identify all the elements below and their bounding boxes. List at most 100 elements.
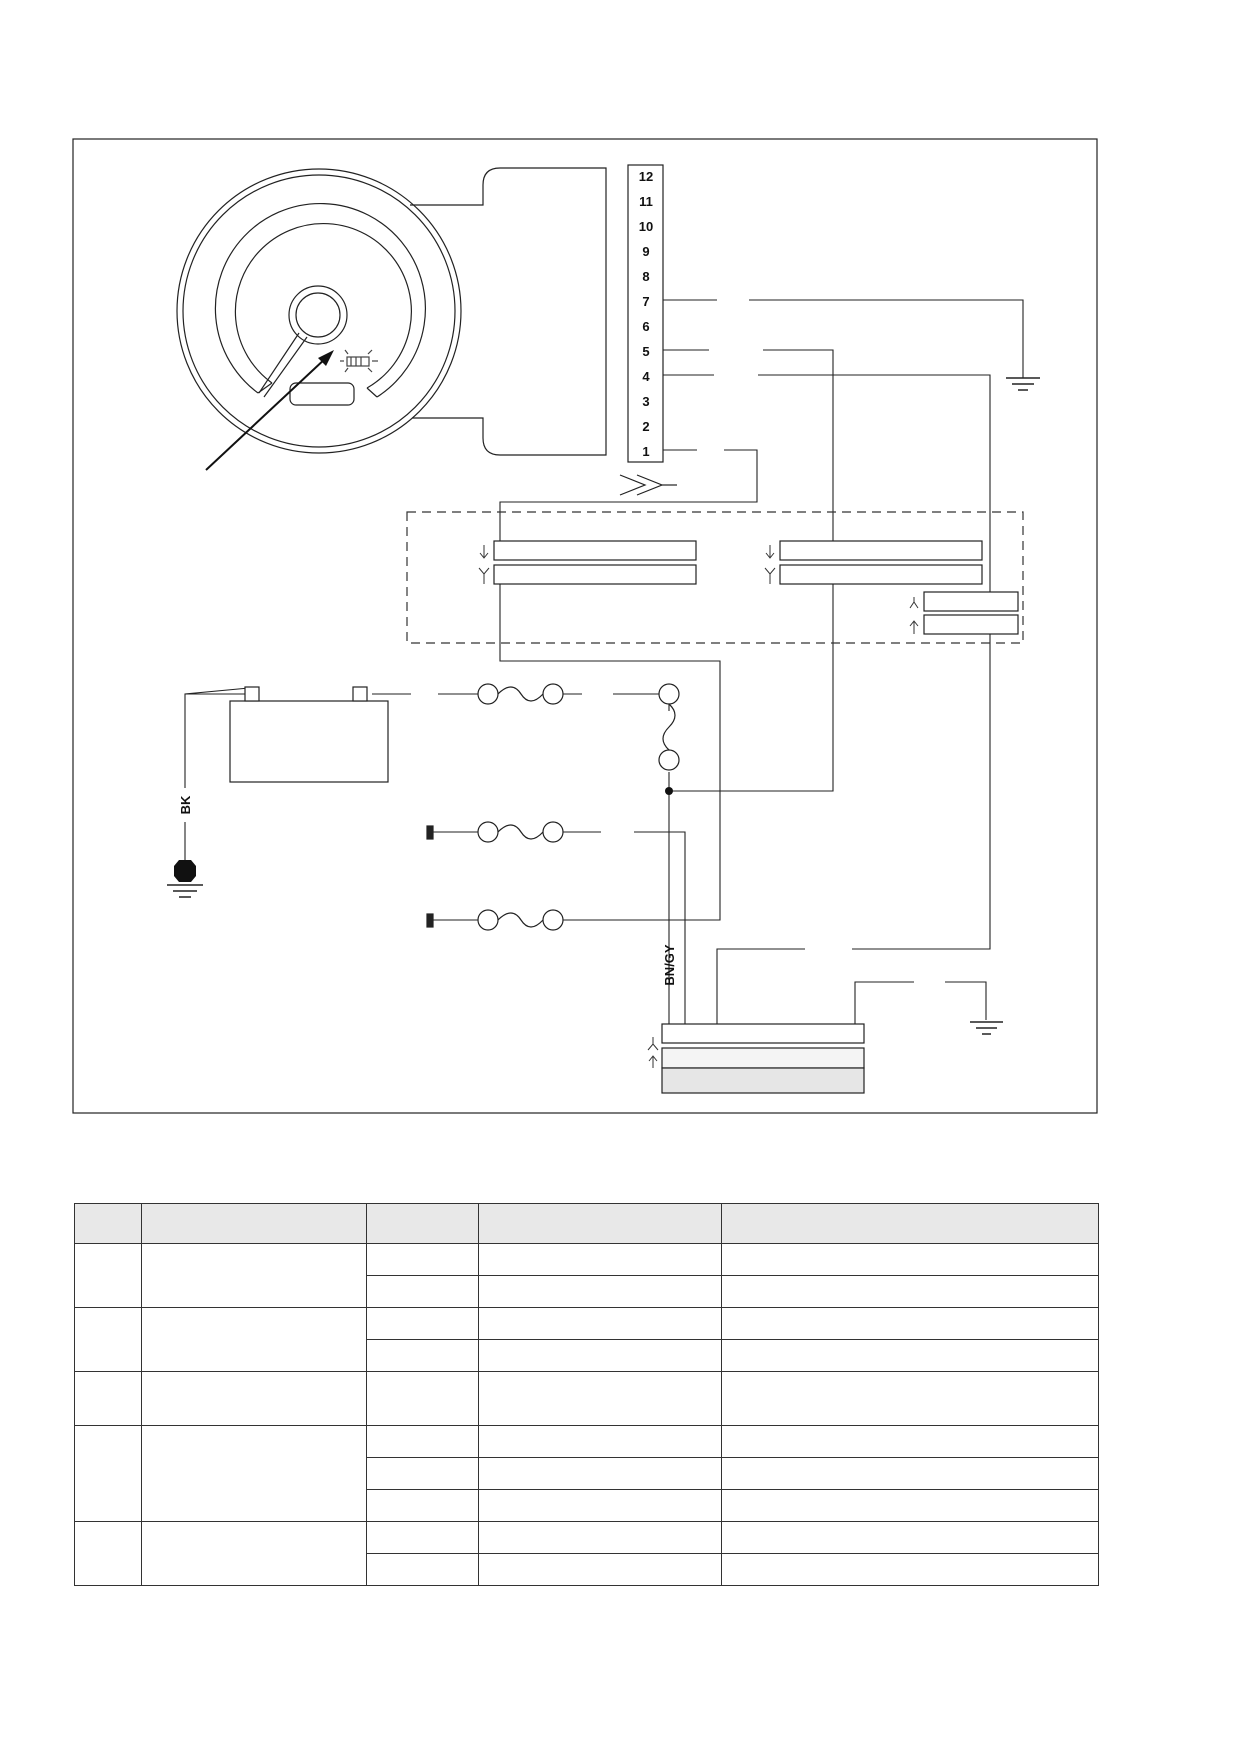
pointer-arrow-icon xyxy=(205,350,334,471)
table-cell xyxy=(366,1553,479,1586)
fuse-icon xyxy=(426,821,564,843)
gauge-dial-arc-inner xyxy=(234,223,412,389)
ground-symbol-icon xyxy=(970,1021,1003,1035)
table-row xyxy=(75,1553,1099,1586)
table-cell xyxy=(366,1457,479,1490)
connector-mating-icon xyxy=(619,474,677,496)
diagram-frame xyxy=(72,138,1098,1114)
table-cell xyxy=(366,1307,479,1340)
connector-pin-3: 3 xyxy=(642,394,649,409)
table-cell xyxy=(721,1339,1099,1372)
table-row xyxy=(74,1243,1099,1308)
table-cell xyxy=(74,1307,142,1372)
table-cell xyxy=(478,1489,722,1522)
table-header-row xyxy=(74,1203,1099,1244)
table-row xyxy=(74,1307,1099,1372)
table-header-cell xyxy=(721,1203,1099,1244)
table-cell xyxy=(478,1457,722,1490)
table-cell xyxy=(478,1307,722,1340)
control-unit-connector-a xyxy=(493,540,697,561)
table-cell xyxy=(366,1489,479,1522)
table-cell xyxy=(721,1243,1099,1276)
gauge-dial-arc xyxy=(214,202,426,398)
table-row xyxy=(74,1521,1099,1586)
table-header-cell xyxy=(141,1203,367,1244)
gauge-hub-outer xyxy=(288,285,348,345)
table-cell xyxy=(141,1307,367,1372)
gauge-hub-inner xyxy=(295,292,341,338)
connector-direction-icon xyxy=(478,545,919,1068)
control-unit xyxy=(406,511,1024,644)
gauge-needle xyxy=(258,332,300,394)
table-cell xyxy=(141,1521,367,1586)
control-unit-connector-b2 xyxy=(779,564,983,585)
control-unit-connector-b xyxy=(779,540,983,561)
gauge-inner-ring xyxy=(182,174,456,448)
table-cell xyxy=(478,1521,722,1554)
splice-point xyxy=(665,787,673,795)
table-cell xyxy=(478,1425,722,1458)
fuse-icon xyxy=(477,683,564,705)
table-cell xyxy=(366,1339,479,1372)
connector-pin-7: 7 xyxy=(642,294,649,309)
connector-12pin xyxy=(627,164,664,463)
ground-symbol-icon xyxy=(1006,377,1040,391)
control-unit-connector-a2 xyxy=(493,564,697,585)
wire-label-bk: BK xyxy=(178,795,193,814)
table-cell xyxy=(366,1275,479,1308)
battery-ground-icon xyxy=(167,860,203,898)
battery-icon xyxy=(229,686,389,783)
wire-label-bn-gy: BN/GY xyxy=(662,944,677,986)
fuse-icon xyxy=(426,909,564,931)
gauge-outer-ring xyxy=(176,168,462,454)
control-unit-connector-c xyxy=(923,591,1019,612)
table-cell xyxy=(366,1521,479,1554)
table-header-cell xyxy=(366,1203,479,1244)
table-cell xyxy=(366,1371,479,1426)
connector-pin-11: 11 xyxy=(639,194,653,209)
warning-lamp-icon xyxy=(340,349,378,373)
info-table xyxy=(74,1203,1099,1586)
table-cell xyxy=(478,1243,722,1276)
table-cell xyxy=(74,1425,142,1522)
table-cell xyxy=(141,1243,367,1308)
table-cell xyxy=(478,1339,722,1372)
fuse-icon xyxy=(658,683,680,771)
table-cell xyxy=(366,1243,479,1276)
table-cell xyxy=(721,1307,1099,1340)
table-cell xyxy=(74,1521,142,1586)
table-header-cell xyxy=(74,1203,142,1244)
table-row xyxy=(75,1275,1099,1308)
table-cell xyxy=(478,1371,722,1426)
connector-pin-9: 9 xyxy=(642,244,649,259)
table-cell xyxy=(721,1371,1099,1426)
connector-pin-5: 5 xyxy=(642,344,649,359)
connector-pin-1: 1 xyxy=(642,444,649,459)
table-cell xyxy=(366,1425,479,1458)
table-cell xyxy=(478,1275,722,1308)
bottom-module xyxy=(661,1023,865,1094)
connector-pin-2: 2 xyxy=(642,419,649,434)
connector-pin-4: 4 xyxy=(642,369,650,384)
table-header-cell xyxy=(478,1203,722,1244)
table-cell xyxy=(721,1275,1099,1308)
connector-pin-8: 8 xyxy=(642,269,649,284)
connector-pin-10: 10 xyxy=(639,219,653,234)
table-cell xyxy=(478,1553,722,1586)
table-cell xyxy=(141,1371,367,1426)
table-row xyxy=(74,1371,1099,1426)
gauge-display-window xyxy=(289,382,355,406)
table-cell xyxy=(74,1243,142,1308)
table-row xyxy=(74,1425,1099,1522)
connector-pin-6: 6 xyxy=(642,319,649,334)
table-cell xyxy=(721,1521,1099,1554)
table-cell xyxy=(74,1371,142,1426)
connector-pin-12: 12 xyxy=(639,169,653,184)
wiring xyxy=(184,299,1024,1024)
table-cell xyxy=(721,1425,1099,1458)
table-cell xyxy=(721,1457,1099,1490)
table-cell xyxy=(141,1425,367,1522)
table-cell xyxy=(721,1489,1099,1522)
table-cell xyxy=(721,1553,1099,1586)
